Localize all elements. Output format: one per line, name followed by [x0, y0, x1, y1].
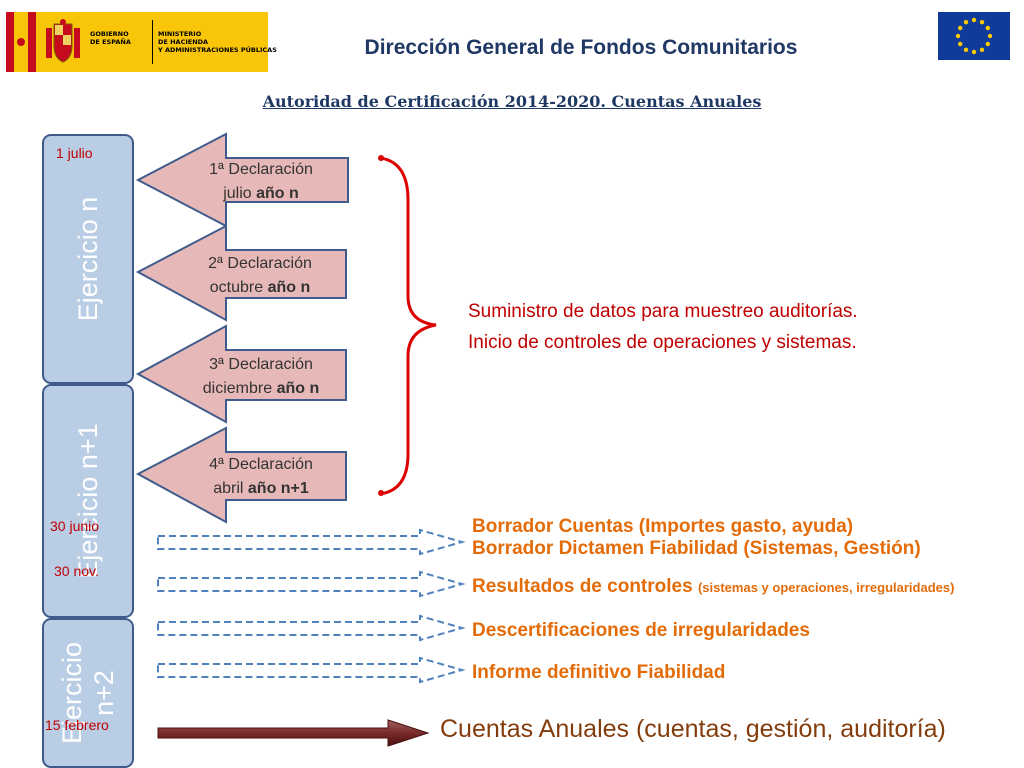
period-ejercicio-n: Ejercicio n — [42, 134, 134, 384]
declaration-title: 2ª Declaración — [208, 255, 312, 272]
brace-text-line: Inicio de controles de operaciones y sis… — [468, 332, 857, 353]
declaration-4: 4ª Declaración abril año n+1 — [186, 453, 336, 501]
output-descertificaciones: Descertificaciones de irregularidades — [472, 620, 810, 641]
date-label: 15 febrero — [45, 717, 109, 733]
logo-divider — [152, 20, 153, 64]
brace-description: Suministro de datos para muestreo audito… — [468, 296, 858, 358]
ministerio-text: MINISTERIO DE HACIENDA Y ADMINISTRACIONE… — [158, 30, 277, 54]
gobierno-text: GOBIERNO DE ESPAÑA — [90, 30, 131, 46]
output-informe: Informe definitivo Fiabilidad — [472, 662, 726, 683]
date-label: 30 junio — [50, 518, 100, 534]
period-ejercicio-n2: Ejercicio n+2 — [42, 618, 134, 768]
output-borrador-dictamen: Borrador Dictamen Fiabilidad (Sistemas, … — [472, 538, 921, 559]
brace-text-line: Suministro de datos para muestreo audito… — [468, 301, 858, 322]
brace-end-dot — [378, 155, 384, 161]
date-label: 1 julio — [56, 145, 93, 161]
date-label: 30 nov. — [54, 563, 99, 579]
eu-flag-icon — [938, 12, 1010, 60]
brace-end-dot — [378, 490, 384, 496]
dashed-arrow — [157, 570, 466, 598]
declaration-period: julio año n — [223, 185, 299, 202]
final-output-label: Cuentas Anuales (cuentas, gestión, audit… — [440, 715, 946, 743]
declaration-arrow — [135, 426, 347, 524]
page-subtitle: Autoridad de Certificación 2014-2020. Cu… — [262, 92, 762, 111]
declaration-title: 4ª Declaración — [209, 456, 313, 473]
output-resultados: Resultados de controles (sistemas y oper… — [472, 576, 954, 599]
declaration-period: abril año n+1 — [213, 480, 309, 497]
output-borrador-cuentas: Borrador Cuentas (Importes gasto, ayuda) — [472, 516, 854, 537]
declaration-period: diciembre año n — [202, 380, 320, 397]
declaration-arrow — [135, 324, 347, 424]
dashed-arrow — [157, 656, 466, 684]
declaration-period: octubre año n — [209, 279, 311, 296]
output-resultados-detail: (sistemas y operaciones, irregularidades… — [697, 580, 955, 595]
spain-flag-icon — [6, 12, 36, 72]
dashed-arrow — [157, 528, 466, 556]
output-resultados-main: Resultados de controles — [472, 576, 693, 597]
declaration-arrow — [135, 132, 349, 228]
declaration-2: 2ª Declaración octubre año n — [190, 252, 330, 300]
declaration-title: 1ª Declaración — [209, 161, 313, 178]
dashed-arrow — [157, 614, 466, 642]
red-brace — [379, 156, 437, 496]
declaration-title: 3ª Declaración — [209, 356, 313, 373]
declaration-1: 1ª Declaración julio año n — [196, 158, 326, 206]
final-arrow — [157, 719, 430, 747]
declaration-arrow — [135, 224, 347, 322]
coat-of-arms-icon — [42, 18, 84, 66]
gobierno-logo: GOBIERNO DE ESPAÑA MINISTERIO DE HACIEND… — [6, 12, 277, 72]
page-title: Dirección General de Fondos Comunitarios — [364, 36, 798, 59]
period-ejercicio-n1: Ejercicio n+1 — [42, 384, 134, 618]
declaration-3: 3ª Declaración diciembre año n — [186, 353, 336, 401]
